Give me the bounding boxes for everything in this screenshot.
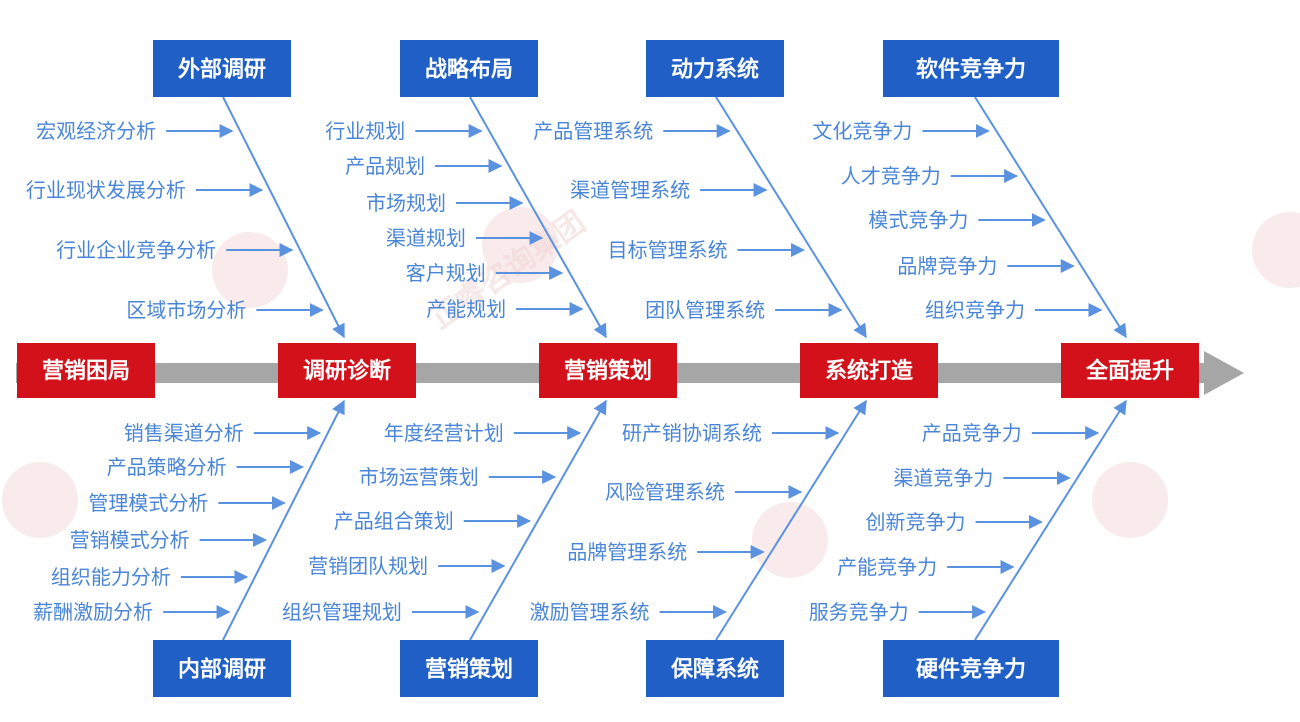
stage-boxes: 营销困局 调研诊断 营销策划 系统打造 全面提升 bbox=[17, 343, 1199, 398]
watermark-seal-icon bbox=[1252, 212, 1300, 288]
bones-layer bbox=[163, 96, 1127, 641]
stage-title: 全面提升 bbox=[1085, 358, 1174, 384]
stage-box: 营销策划 bbox=[539, 343, 677, 398]
category-box: 保障系统 bbox=[646, 640, 784, 697]
cause-label: 人才竞争力 bbox=[841, 164, 941, 188]
category-title: 战略布局 bbox=[425, 57, 513, 83]
category-title: 硬件竞争力 bbox=[916, 657, 1026, 683]
category-box: 动力系统 bbox=[646, 40, 784, 97]
cause-label: 产能规划 bbox=[426, 297, 506, 321]
stage-box: 全面提升 bbox=[1061, 343, 1199, 398]
stage-box: 调研诊断 bbox=[278, 343, 416, 398]
cause-label: 产品规划 bbox=[345, 154, 425, 178]
cause-label: 产品竞争力 bbox=[922, 421, 1022, 445]
cause-label: 行业规划 bbox=[325, 119, 405, 143]
cause-label: 组织管理规划 bbox=[282, 600, 402, 624]
cause-label: 产品组合策划 bbox=[334, 509, 454, 533]
spine-arrow-head bbox=[1204, 351, 1244, 395]
cause-label: 产品管理系统 bbox=[533, 119, 653, 143]
stage-box: 系统打造 bbox=[800, 343, 938, 398]
cause-label: 营销模式分析 bbox=[70, 528, 190, 552]
category-title: 外部调研 bbox=[178, 57, 266, 83]
branch-bone bbox=[715, 399, 867, 641]
watermark-seal-icon bbox=[2, 462, 78, 538]
watermark-seal-icon bbox=[212, 232, 288, 308]
cause-label: 组织竞争力 bbox=[925, 298, 1025, 322]
cause-label: 风险管理系统 bbox=[605, 480, 725, 504]
category-box: 战略布局 bbox=[400, 40, 538, 97]
category-box: 外部调研 bbox=[153, 40, 291, 97]
category-boxes: 外部调研战略布局动力系统软件竞争力内部调研营销策划保障系统硬件竞争力 bbox=[153, 40, 1059, 697]
cause-label: 薪酬激励分析 bbox=[33, 600, 153, 624]
cause-label: 模式竞争力 bbox=[868, 208, 968, 232]
category-title: 软件竞争力 bbox=[916, 57, 1026, 83]
stage-title: 营销困局 bbox=[42, 359, 130, 384]
cause-label: 行业企业竞争分析 bbox=[56, 238, 216, 262]
category-box: 内部调研 bbox=[153, 640, 291, 697]
stage-title: 调研诊断 bbox=[303, 358, 391, 384]
cause-label: 渠道管理系统 bbox=[570, 178, 690, 202]
cause-label: 激励管理系统 bbox=[530, 600, 650, 624]
category-box: 硬件竞争力 bbox=[883, 640, 1059, 697]
cause-label: 目标管理系统 bbox=[608, 238, 728, 262]
cause-label: 管理模式分析 bbox=[88, 491, 208, 515]
cause-label: 销售渠道分析 bbox=[124, 421, 244, 445]
cause-label: 组织能力分析 bbox=[51, 565, 171, 589]
cause-label: 年度经营计划 bbox=[384, 421, 504, 445]
cause-label: 行业现状发展分析 bbox=[26, 178, 186, 202]
branch-bone bbox=[974, 399, 1127, 641]
category-title: 保障系统 bbox=[670, 657, 759, 683]
cause-label: 团队管理系统 bbox=[645, 298, 765, 322]
branch-bone bbox=[469, 96, 607, 339]
cause-label: 创新竞争力 bbox=[866, 510, 966, 534]
branch-bone bbox=[715, 96, 867, 339]
cause-label: 市场运营策划 bbox=[359, 465, 479, 489]
stage-box: 营销困局 bbox=[17, 343, 155, 398]
cause-label: 市场规划 bbox=[366, 191, 446, 215]
branch-bone bbox=[469, 399, 607, 641]
cause-label: 品牌管理系统 bbox=[567, 540, 687, 564]
category-title: 营销策划 bbox=[425, 657, 513, 683]
category-title: 动力系统 bbox=[671, 57, 759, 83]
cause-label: 产品策略分析 bbox=[107, 455, 227, 479]
watermark-seal-icon bbox=[482, 207, 558, 283]
watermark-seal-icon bbox=[752, 502, 828, 578]
branch-bone bbox=[222, 96, 345, 339]
cause-label: 服务竞争力 bbox=[809, 600, 909, 624]
cause-label: 文化竞争力 bbox=[812, 119, 912, 143]
cause-label: 产能竞争力 bbox=[837, 555, 937, 579]
cause-label: 渠道规划 bbox=[386, 226, 466, 250]
cause-label: 宏观经济分析 bbox=[36, 119, 156, 143]
stage-title: 系统打造 bbox=[825, 358, 913, 384]
branch-bone bbox=[222, 399, 345, 641]
cause-label: 渠道竞争力 bbox=[893, 466, 993, 490]
stage-title: 营销策划 bbox=[564, 358, 652, 384]
cause-label: 品牌竞争力 bbox=[897, 254, 997, 278]
category-box: 营销策划 bbox=[400, 640, 538, 697]
cause-label: 区域市场分析 bbox=[126, 298, 246, 322]
watermark-seal-icon bbox=[1092, 462, 1168, 538]
cause-label: 营销团队规划 bbox=[308, 554, 428, 578]
category-title: 内部调研 bbox=[178, 657, 266, 683]
category-box: 软件竞争力 bbox=[883, 40, 1059, 97]
cause-label: 客户规划 bbox=[406, 261, 486, 285]
branch-bone bbox=[974, 96, 1127, 339]
cause-label: 研产销协调系统 bbox=[622, 421, 762, 445]
